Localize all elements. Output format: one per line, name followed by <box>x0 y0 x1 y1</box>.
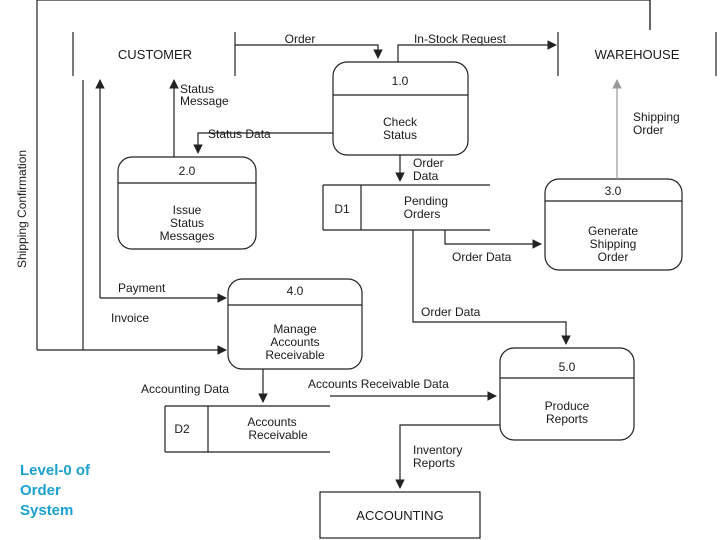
process-1: 1.0 Check Status <box>332 61 469 156</box>
flow-order-arrow <box>235 44 383 59</box>
process-2-id: 2.0 <box>179 164 196 178</box>
flow-ar-data-label: Accounts Receivable Data <box>308 377 449 391</box>
entity-customer-label: CUSTOMER <box>118 47 192 62</box>
flow-status-message-label-line-2: Message <box>180 94 229 108</box>
flow-order-data-2-arrow <box>444 230 542 249</box>
flow-inventory-reports-label-line-1: Inventory <box>413 443 462 457</box>
diagram-title: Level-0 of Order System <box>20 461 140 521</box>
flow-shipping-confirmation-label: Shipping Confirmation <box>15 150 29 268</box>
process-1-name-line-2: Status <box>383 128 417 142</box>
store-d1-name-line-1: Pending <box>404 194 448 208</box>
entity-warehouse-label: WAREHOUSE <box>595 47 680 62</box>
flow-inventory-reports-label-line-2: Reports <box>413 456 455 470</box>
entity-accounting: ACCOUNTING <box>319 491 481 539</box>
entity-customer: CUSTOMER <box>72 32 236 76</box>
process-5: 5.0 Produce Reports <box>499 347 635 441</box>
process-3: 3.0 Generate Shipping Order <box>544 178 683 271</box>
store-d2-name-line-2: Receivable <box>248 428 308 442</box>
diagram-title-line-2: Order <box>20 482 61 499</box>
process-2-name-line-2: Status <box>170 216 204 230</box>
flow-status-message-label-line-1: Status <box>180 82 214 96</box>
process-4: 4.0 Manage Accounts Receivable <box>227 278 363 370</box>
flow-order-data-1-label-line-2: Data <box>413 169 439 183</box>
process-2-name-line-3: Messages <box>160 229 215 243</box>
store-d2-id: D2 <box>174 422 190 436</box>
flow-status-data-label: Status Data <box>208 127 271 141</box>
process-5-name-line-1: Produce <box>545 399 590 413</box>
process-4-name-line-3: Receivable <box>265 348 325 362</box>
process-1-name-line-1: Check <box>383 115 418 129</box>
flow-order-data-3-label: Order Data <box>421 305 481 319</box>
flow-order-data-1-label-line-1: Order <box>413 156 444 170</box>
flow-shipping-order-label-line-2: Order <box>633 123 664 137</box>
process-2: 2.0 Issue Status Messages <box>117 156 257 250</box>
entity-warehouse: WAREHOUSE <box>557 32 717 76</box>
diagram-title-line-1: Level-0 of <box>20 462 91 479</box>
diagram-title-line-3: System <box>20 502 74 519</box>
flow-order-label: Order <box>285 32 316 46</box>
flow-payment-label: Payment <box>118 281 166 295</box>
flow-in-stock-request-arrow <box>397 40 557 62</box>
store-d1-name-line-2: Orders <box>404 207 441 221</box>
flow-in-stock-request-label: In-Stock Request <box>414 32 507 46</box>
process-3-name-line-3: Order <box>598 250 629 264</box>
store-d1: D1 Pending Orders <box>322 184 490 231</box>
process-3-id: 3.0 <box>605 184 622 198</box>
flow-order-data-3-arrow <box>412 230 571 345</box>
flow-invoice-label: Invoice <box>111 311 149 325</box>
process-5-name-line-2: Reports <box>546 412 588 426</box>
flow-order-data-2-label: Order Data <box>452 250 512 264</box>
store-d2-name-line-1: Accounts <box>247 415 296 429</box>
process-3-name-line-2: Shipping <box>590 237 637 251</box>
process-4-name-line-2: Accounts <box>270 335 319 349</box>
flow-accounting-data-label: Accounting Data <box>141 382 229 396</box>
process-3-name-line-1: Generate <box>588 224 638 238</box>
store-d2: D2 Accounts Receivable <box>164 405 330 453</box>
process-5-id: 5.0 <box>559 360 576 374</box>
flow-status-data-arrow <box>193 132 333 154</box>
flow-shipping-order-label-line-1: Shipping <box>633 110 680 124</box>
process-4-id: 4.0 <box>287 284 304 298</box>
process-2-name-line-1: Issue <box>173 203 202 217</box>
process-4-name-line-1: Manage <box>273 322 317 336</box>
entity-accounting-label: ACCOUNTING <box>356 508 443 523</box>
process-1-id: 1.0 <box>392 74 409 88</box>
flow-inventory-reports-arrow <box>395 424 500 489</box>
store-d1-id: D1 <box>334 202 350 216</box>
